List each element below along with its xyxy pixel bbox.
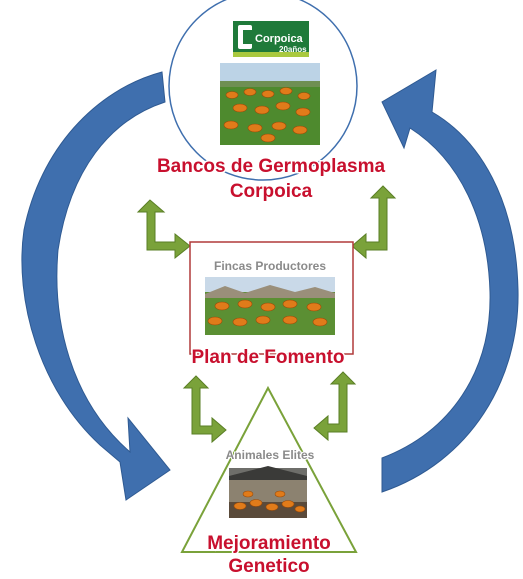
elite-animals-caption: Animales Elites: [226, 448, 315, 462]
pasture-cattle-photo: [220, 63, 320, 145]
farm-cattle-photo: [205, 277, 335, 335]
logo-name: Corpoica: [255, 33, 304, 45]
germplasm-bank-title-line2: Corpoica: [230, 181, 313, 202]
connector-arrow-bottom-right: [313, 371, 357, 442]
right-cycle-arrow: [381, 69, 519, 493]
genetic-improvement-title-line1: Mejoramiento: [207, 533, 331, 554]
development-plan-title: Plan de Fomento: [191, 347, 344, 368]
connector-arrow-top-left: [136, 199, 191, 260]
connector-arrow-bottom-left: [182, 375, 227, 444]
left-cycle-arrow: [21, 71, 171, 501]
logo-tagline: 20años: [279, 45, 307, 54]
connector-arrow-top-right: [351, 185, 397, 260]
breeder-farms-caption: Fincas Productores: [214, 259, 326, 273]
barn-cattle-photo: [229, 466, 307, 518]
germplasm-bank-title-line1: Bancos de Germoplasma: [157, 156, 386, 177]
corpoica-logo-icon: Corpoica 20años: [233, 21, 309, 57]
genetic-improvement-title-line2: Genetico: [228, 556, 309, 577]
